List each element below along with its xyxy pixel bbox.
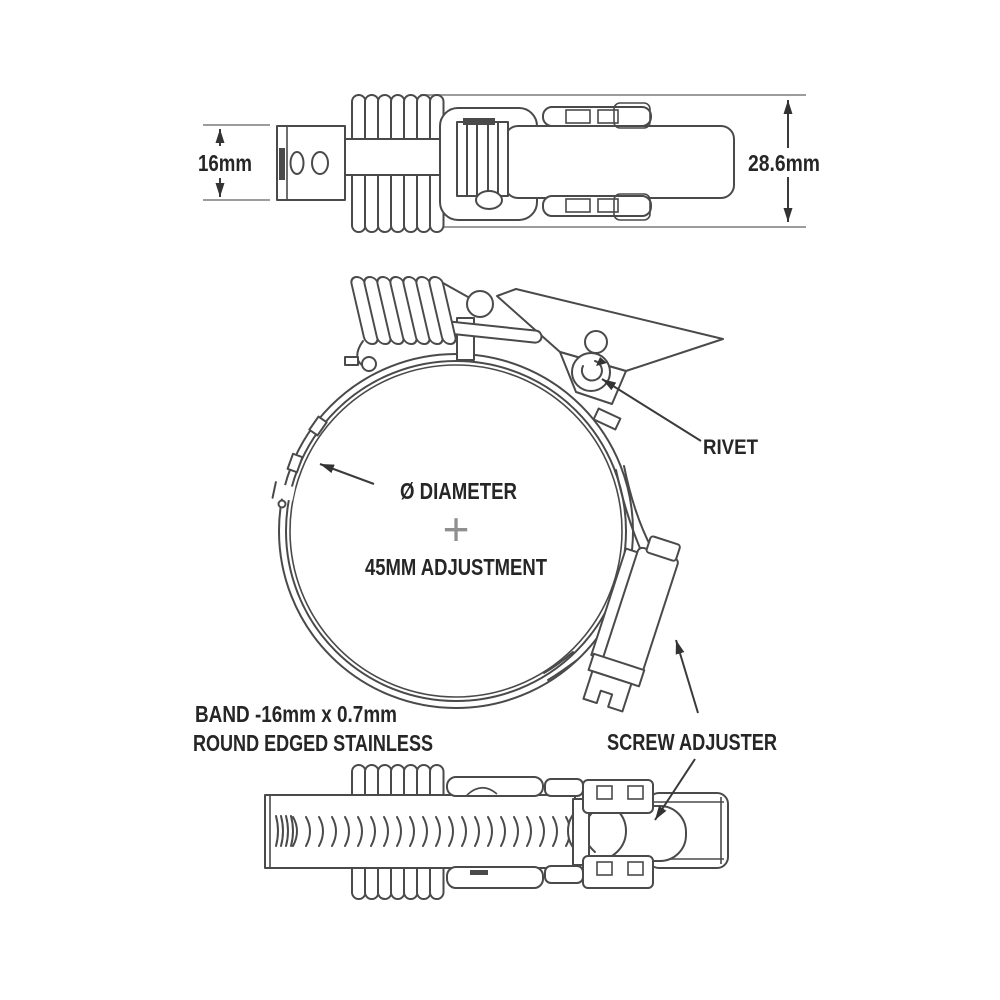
buckle [456, 121, 509, 197]
lever-edge-bottom [542, 195, 652, 217]
dimension-28-6mm: 28.6mm [748, 100, 820, 222]
band-hole [289, 151, 305, 175]
rivet [571, 352, 611, 392]
band-with-thread [264, 794, 576, 869]
band-mid-circle [285, 360, 627, 702]
lever-slot [597, 198, 619, 213]
buckle-capsule-bottom [446, 866, 544, 889]
saddle-plate-top [582, 779, 654, 814]
lever-slot [565, 109, 591, 124]
band-hook-tab [592, 407, 622, 431]
adjustment-label: 45MM ADJUSTMENT [365, 554, 547, 580]
screw-adjuster-assembly [582, 535, 681, 713]
band-tip [277, 499, 287, 509]
annotations: BAND -16mm x 0.7mm ROUND EDGED STAINLESS… [193, 639, 777, 821]
band-spec-label: BAND -16mm x 0.7mm [195, 701, 397, 727]
center-mark: + [443, 503, 470, 555]
latch-lever [496, 288, 724, 372]
band-tab [308, 415, 328, 437]
band-strip-lower [547, 659, 578, 681]
screw-adjuster-leader-down [654, 758, 696, 821]
front-view: Ø DIAMETER + 45MM ADJUSTMENT RIVET [271, 276, 758, 713]
lever-slot [565, 198, 591, 213]
saddle-hole [627, 861, 644, 876]
band-leader-arrow [319, 463, 375, 485]
saddle-hole [596, 785, 613, 800]
worm-thread-dense [275, 815, 294, 847]
buckle-detail [470, 870, 488, 875]
adjuster-cap [645, 535, 681, 562]
rivet-leader-arrow [601, 378, 702, 442]
buckle-bump [466, 786, 498, 796]
overall-width-dimension-label: 28.6mm [748, 150, 820, 176]
band-material-label: ROUND EDGED STAINLESS [193, 730, 433, 756]
band-strip-to-screw [623, 465, 653, 550]
spring-hook [361, 356, 377, 372]
band-right [504, 125, 735, 199]
spring-hook-tab [344, 356, 359, 366]
pivot-circle [466, 290, 494, 318]
band-inner-circle [289, 364, 623, 698]
worm-thread [292, 816, 571, 847]
screw-adjuster-leader-up [675, 639, 699, 714]
saddle-hole [627, 785, 644, 800]
spring-wire [356, 340, 364, 366]
roller [475, 190, 503, 210]
lever-hole [584, 330, 608, 354]
side-bottom-view [264, 764, 729, 900]
diameter-label: Ø DIAMETER [400, 478, 517, 504]
coil-loop [428, 276, 457, 345]
side-top-view: 16mm 28.6mm [198, 94, 820, 233]
dimension-16mm: 16mm [198, 129, 252, 197]
band-width-dimension-label: 16mm [198, 150, 252, 176]
screw-adjuster-label: SCREW ADJUSTER [607, 729, 777, 755]
band-edge-detail [279, 148, 285, 180]
lever-tab-bottom [613, 193, 651, 221]
saddle-hole [596, 861, 613, 876]
spring-coil-front-view [350, 276, 457, 345]
link-tab-bottom [544, 865, 584, 884]
lever-tab-top [613, 102, 651, 129]
rivet-label: RIVET [703, 436, 758, 459]
buckle-pin [463, 118, 495, 125]
band-hole [311, 151, 329, 175]
band-end-gap [271, 481, 296, 501]
band-tab [286, 452, 304, 474]
lever-edge-top [542, 106, 652, 127]
band-strip-lower [543, 651, 574, 674]
rivet-rotation-arrowhead [596, 357, 607, 366]
link-tab-top [544, 778, 584, 797]
band-strip-to-screw [615, 469, 644, 556]
lever-slot [597, 109, 619, 124]
saddle-edge [572, 798, 590, 866]
adjuster-drive [582, 670, 633, 713]
saddle-plate-bottom [582, 855, 654, 889]
spring-wire [442, 282, 469, 298]
